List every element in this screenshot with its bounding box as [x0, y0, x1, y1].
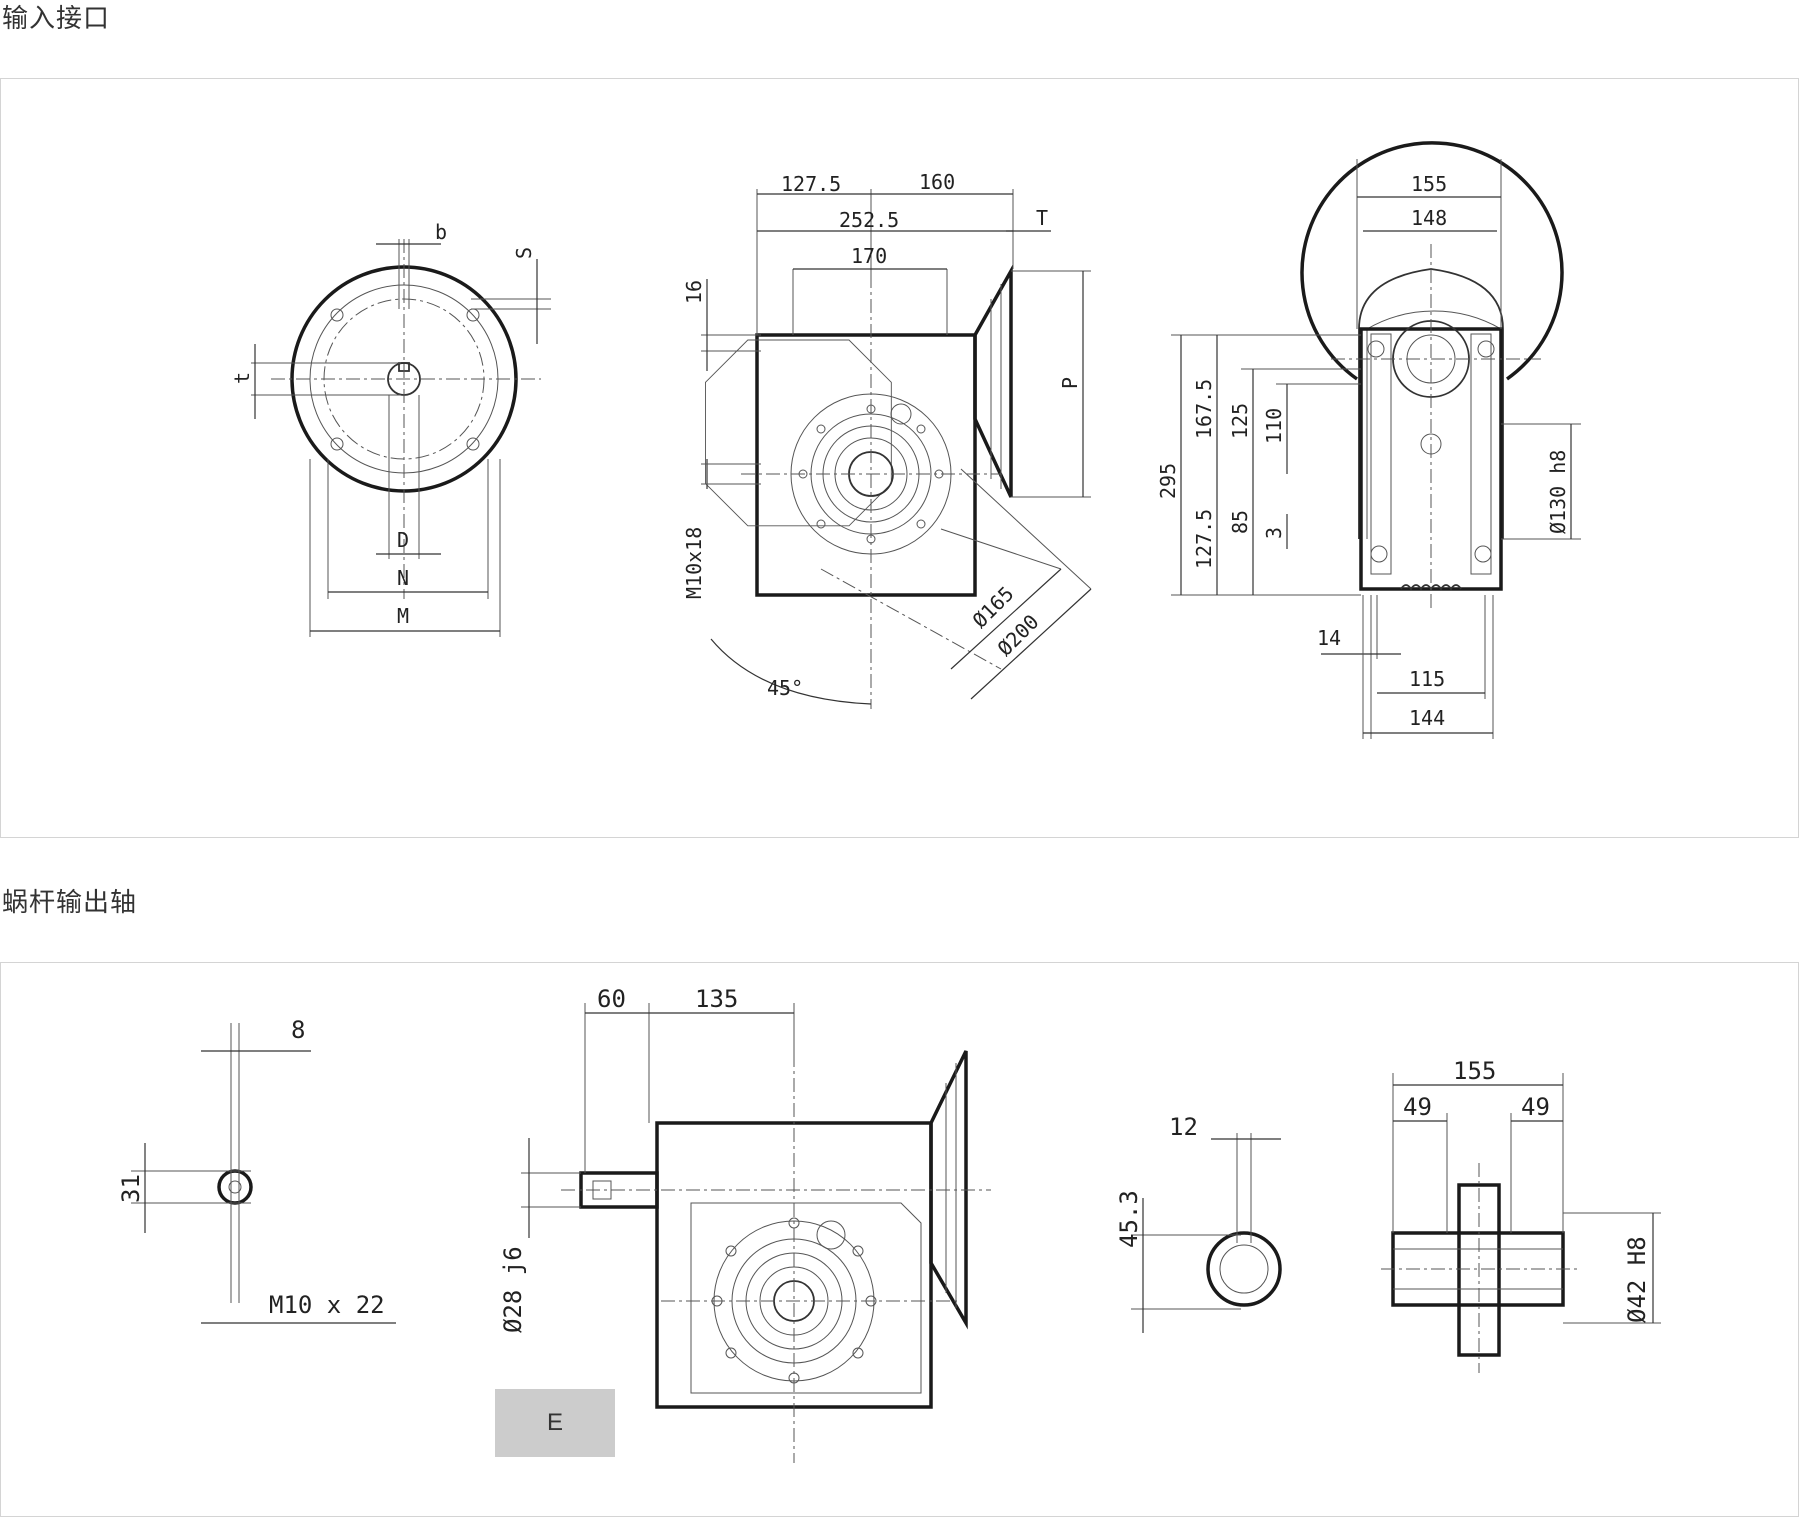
label-d130-h8: Ø130 h8 [1546, 450, 1570, 534]
label-295: 295 [1156, 463, 1180, 499]
label-155: 155 [1411, 172, 1447, 196]
label-45deg: 45° [767, 676, 803, 700]
label-127-5-end: 127.5 [1192, 509, 1216, 569]
label-170: 170 [851, 244, 887, 268]
label-d200: Ø200 [993, 610, 1044, 661]
label-M10x22: M10 x 22 [269, 1291, 385, 1319]
label-167-5: 167.5 [1192, 379, 1216, 439]
label-49-right: 49 [1521, 1093, 1550, 1121]
label-8: 8 [291, 1016, 305, 1044]
hollow-end-view: 12 45.3 [1115, 1113, 1282, 1333]
label-P: P [1058, 377, 1082, 389]
octagon-plate [705, 339, 892, 527]
label-45-3: 45.3 [1115, 1190, 1143, 1248]
label-125: 125 [1228, 403, 1252, 439]
label-14: 14 [1317, 626, 1341, 650]
bolt-hole-3 [330, 437, 344, 451]
label-144: 144 [1409, 706, 1445, 730]
label-127-5: 127.5 [781, 172, 841, 196]
output-side-view: 60 135 Ø28 j6 [499, 985, 991, 1463]
output-drawing: 8 31 M10 x 22 [117, 985, 1661, 1463]
worm-output-shaft-panel: 8 31 M10 x 22 [0, 962, 1799, 1517]
label-b: b [435, 220, 447, 244]
end-housing-arc [1300, 141, 1564, 381]
label-252-5: 252.5 [839, 208, 899, 232]
label-d28-j6: Ø28 j6 [499, 1246, 527, 1333]
gearbox-body [755, 333, 977, 597]
variant-badge: E [495, 1389, 615, 1457]
shaft-end-view: 8 31 M10 x 22 [117, 1016, 396, 1324]
section-title-input: 输入接口 [2, 4, 111, 34]
label-148: 148 [1411, 206, 1447, 230]
hollow-outer [1206, 1231, 1282, 1307]
bolt-hole-1 [330, 308, 344, 322]
gearbox-side-view: 127.5 160 252.5 T 170 16 P M10x18 [682, 170, 1092, 709]
label-16: 16 [682, 280, 706, 304]
label-T: T [1036, 206, 1048, 230]
motor-flange [973, 264, 1013, 498]
label-110: 110 [1262, 408, 1286, 444]
flange-front-view: b S t D N M [230, 220, 551, 637]
bolt-hole-4 [466, 437, 480, 451]
label-49-left: 49 [1403, 1093, 1432, 1121]
label-M: M [397, 604, 409, 628]
label-155-section: 155 [1453, 1057, 1496, 1085]
label-31: 31 [117, 1174, 145, 1203]
input-drawing: b S t D N M [230, 141, 1581, 739]
hollow-section-view: 155 49 49 Ø42 H8 [1381, 1057, 1661, 1373]
input-interface-panel: b S t D N M [0, 78, 1799, 838]
hollow-inner [1219, 1244, 1269, 1294]
hub [1457, 1183, 1501, 1357]
label-160: 160 [919, 170, 955, 194]
label-t: t [230, 372, 254, 384]
label-135: 135 [695, 985, 738, 1013]
output-motor-flange [929, 1050, 968, 1330]
label-N: N [397, 566, 409, 590]
shaft-end-circle [217, 1169, 253, 1205]
label-d42-H8: Ø42 H8 [1623, 1236, 1651, 1323]
angle-arc [710, 638, 872, 705]
gearbox-end-view: 155 148 295 167.5 127.5 125 85 110 3 Ø13… [1156, 141, 1581, 739]
label-D: D [397, 528, 409, 552]
label-60: 60 [597, 985, 626, 1013]
label-3: 3 [1262, 527, 1286, 539]
section-title-output: 蜗杆输出轴 [2, 888, 138, 918]
label-115: 115 [1409, 667, 1445, 691]
label-S: S [512, 247, 536, 259]
label-85: 85 [1228, 510, 1252, 534]
label-12: 12 [1169, 1113, 1198, 1141]
label-M10x18: M10x18 [682, 527, 706, 599]
